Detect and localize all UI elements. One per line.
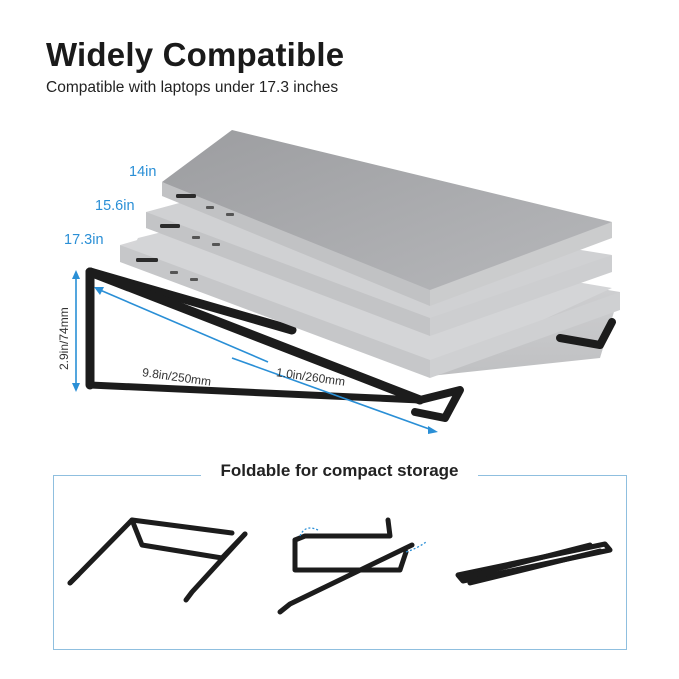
stand-frame-front	[85, 267, 616, 422]
storage-title: Foldable for compact storage	[0, 461, 679, 481]
page-subtitle: Compatible with laptops under 17.3 inche…	[46, 79, 339, 96]
laptop-14in	[162, 130, 612, 306]
size-label-15-6in: 15.6in	[95, 198, 135, 214]
stand-open	[67, 517, 248, 603]
size-label-17-3in: 17.3in	[64, 232, 104, 248]
storage-box-top-left	[53, 475, 201, 476]
storage-box-top-right	[478, 475, 627, 476]
page-title: Widely Compatible	[46, 36, 345, 73]
laptop-stand-illustration	[72, 130, 620, 434]
storage-box	[53, 475, 627, 650]
stand-folded	[455, 541, 613, 586]
size-label-14in: 14in	[129, 164, 157, 180]
stand-folding	[277, 517, 415, 615]
dimension-lines	[72, 270, 438, 434]
fold-arrows	[299, 527, 427, 553]
